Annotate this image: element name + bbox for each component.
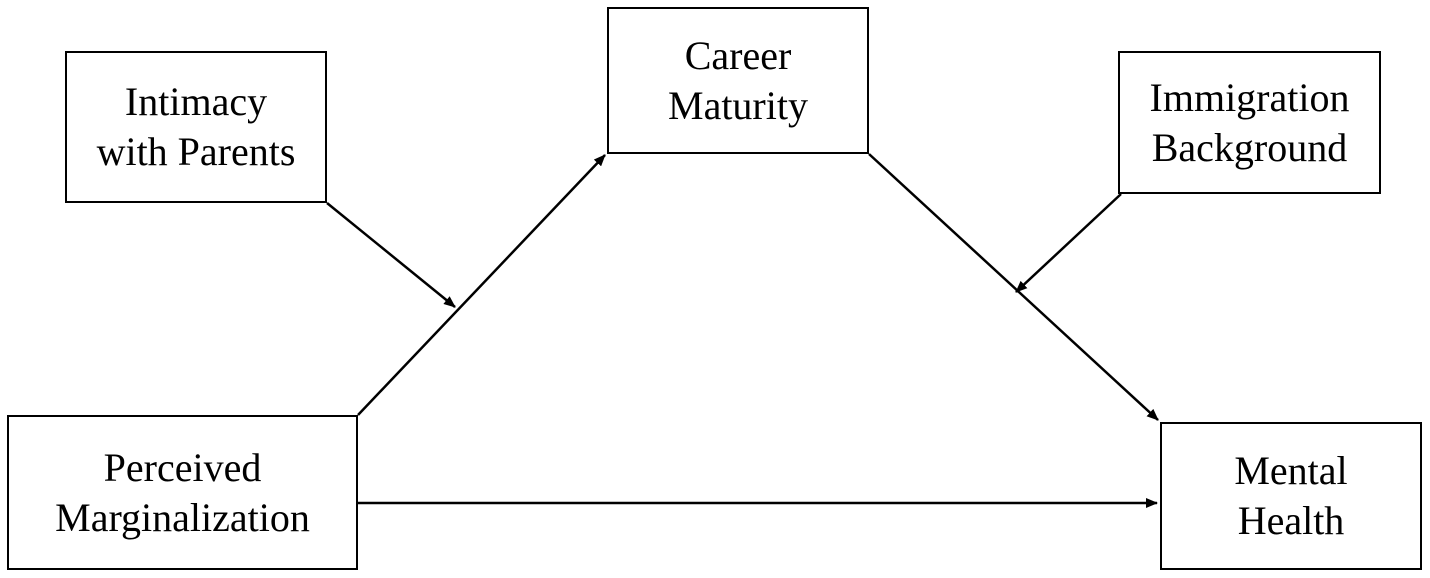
- intimacy-label-line-1: Intimacy: [124, 79, 268, 124]
- immigration-label-line-1: Immigration: [1149, 74, 1350, 120]
- career-maturity-box: Career Maturity: [607, 7, 869, 154]
- perceived-label-line-2: Marginalization: [55, 494, 310, 540]
- intimacy-label-line-2: with Parents: [96, 129, 296, 174]
- career-label-line-1: Career: [684, 32, 792, 78]
- mental-label-line-1: Mental: [1234, 448, 1348, 493]
- intimacy-with-parents-box: Intimacy with Parents: [65, 51, 327, 203]
- mental-health-box: Mental Health: [1160, 422, 1422, 570]
- mental-label-line-2: Health: [1237, 498, 1345, 543]
- immigration-label-line-2: Background: [1151, 124, 1348, 170]
- immigration-background-box: Immigration Background: [1118, 51, 1381, 194]
- perceived-label-line-1: Perceived: [103, 444, 262, 490]
- perceived-marginalization-box: Perceived Marginalization: [7, 415, 358, 570]
- arrow-perceived-to-career: [357, 154, 606, 416]
- career-label-line-2: Maturity: [668, 82, 808, 128]
- arrow-immigration-moderation: [1015, 193, 1122, 293]
- arrow-intimacy-moderation: [326, 202, 456, 308]
- arrow-career-to-mental: [868, 153, 1159, 421]
